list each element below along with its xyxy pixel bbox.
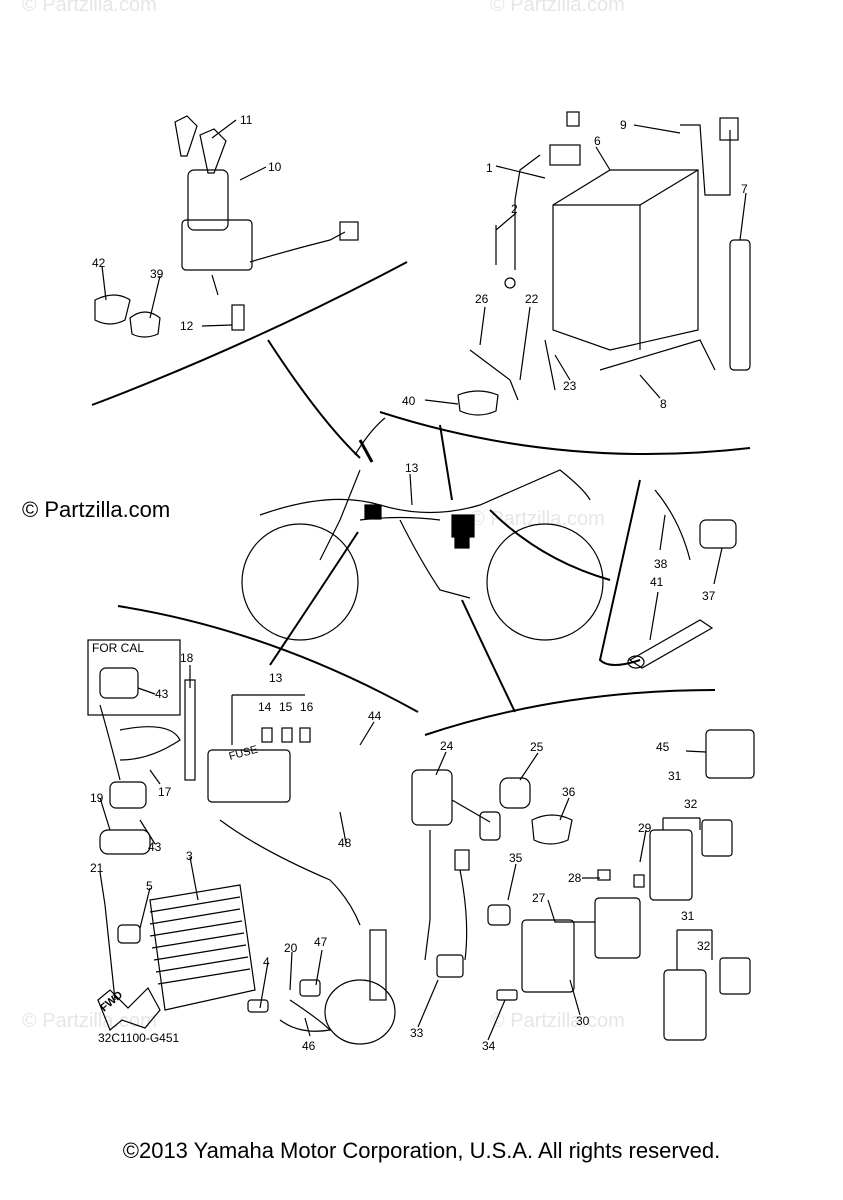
part-number-label: 48	[338, 836, 352, 850]
part-number-label: 32	[697, 939, 711, 953]
part-number-label: 1	[486, 161, 493, 175]
watermark: © Partzilla.com	[22, 1010, 157, 1032]
part-number-label: 20	[284, 941, 298, 955]
part-number-label: 2	[511, 202, 518, 216]
part-number-label: 30	[576, 1014, 590, 1028]
watermark: © Partzilla.com	[470, 508, 605, 530]
part-number-label: 31	[681, 909, 695, 923]
part-number-label: 10	[268, 160, 282, 174]
part-number-label: 15	[279, 700, 293, 714]
part-number-label: 21	[90, 861, 104, 875]
part-number-label: 32	[684, 797, 698, 811]
part-number-label: 3	[186, 849, 193, 863]
for-cal-label: FOR CAL	[92, 641, 144, 655]
part-number-label: 5	[146, 879, 153, 893]
part-number-label: 41	[650, 575, 664, 589]
part-number-label: 35	[509, 851, 523, 865]
part-number-label: 28	[568, 871, 582, 885]
part-number-label: 13	[405, 461, 419, 475]
fuse-label: FUSE	[228, 744, 259, 763]
part-number-label: 29	[638, 821, 652, 835]
part-number-label: 26	[475, 292, 489, 306]
part-number-label: 7	[741, 182, 748, 196]
part-number-label: 45	[656, 740, 670, 754]
part-number-label: 22	[525, 292, 539, 306]
part-number-label: 14	[258, 700, 272, 714]
part-number-label: 44	[368, 709, 382, 723]
part-number-label: 39	[150, 267, 164, 281]
part-number-label: 37	[702, 589, 716, 603]
part-number-label: 42	[92, 256, 106, 270]
part-number-label: 25	[530, 740, 544, 754]
part-number-label: 18	[180, 651, 194, 665]
part-number-label: 33	[410, 1026, 424, 1040]
part-number-label: 40	[402, 394, 416, 408]
part-number-label: 8	[660, 397, 667, 411]
part-number-label: 31	[668, 769, 682, 783]
part-number-label: 12	[180, 319, 194, 333]
part-number-label: 13	[269, 671, 283, 685]
part-number-label: 24	[440, 739, 454, 753]
part-number-label: 11	[240, 113, 253, 127]
watermark: © Partzilla.com	[490, 1010, 625, 1032]
diagram-code: 32C1100-G451	[98, 1031, 179, 1045]
site-credit: © Partzilla.com	[22, 497, 171, 522]
part-number-label: 47	[314, 935, 328, 949]
part-number-label: 16	[300, 700, 314, 714]
part-number-label: 6	[594, 134, 601, 148]
part-number-label: 9	[620, 118, 627, 132]
part-number-label: 36	[562, 785, 576, 799]
part-number-label: 23	[563, 379, 577, 393]
part-number-label: 19	[90, 791, 104, 805]
part-number-label: 17	[158, 785, 172, 799]
watermark: © Partzilla.com	[22, 0, 157, 16]
part-number-label: 43	[155, 687, 169, 701]
part-number-label: 27	[532, 891, 546, 905]
part-number-label: 34	[482, 1039, 496, 1053]
watermark: © Partzilla.com	[490, 0, 625, 16]
part-number-label: 46	[302, 1039, 316, 1053]
part-number-label: 4	[263, 955, 270, 969]
part-number-label: 43	[148, 840, 162, 854]
part-number-label: 38	[654, 557, 668, 571]
copyright-notice: ©2013 Yamaha Motor Corporation, U.S.A. A…	[122, 1138, 721, 1163]
